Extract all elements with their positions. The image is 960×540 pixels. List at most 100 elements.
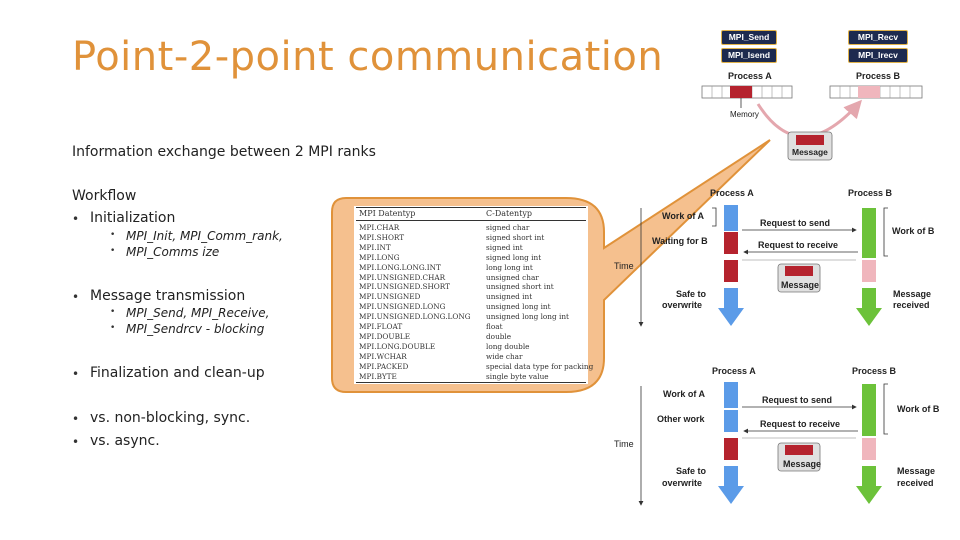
sub-bullet-dot: • — [110, 323, 116, 333]
table-bottom-rule — [356, 382, 586, 384]
bullet-dot: • — [72, 212, 80, 226]
tag-mpi-recv: MPI_Recv — [848, 30, 908, 45]
table-cell-c-type: unsigned char — [486, 272, 539, 282]
table-row: MPI.FLOAT float — [354, 322, 588, 332]
sync-work-a-bar — [724, 205, 738, 231]
bullet-async: vs. async. — [90, 433, 160, 449]
table-cell-mpi-type: MPI.SHORT — [359, 232, 405, 242]
table-cell-mpi-type: MPI.WCHAR — [359, 351, 407, 361]
sub-bullet-msg-2: MPI_Sendrcv - blocking — [126, 322, 265, 336]
sync-work-b-bar — [862, 208, 876, 258]
async-work-a-bar — [724, 382, 738, 408]
tag-mpi-isend: MPI_Isend — [721, 48, 777, 63]
sync-safe-label-2: overwrite — [662, 300, 703, 310]
async-work-b-label: Work of B — [897, 404, 940, 414]
table-cell-c-type: single byte value — [486, 371, 549, 381]
table-cell-c-type: signed long int — [486, 252, 542, 262]
table-cell-mpi-type: MPI.CHAR — [359, 223, 400, 232]
sync-waiting-bar — [724, 232, 738, 254]
slide-title: Point-2-point communication — [72, 34, 664, 80]
table-cell-c-type: float — [486, 322, 503, 331]
table-row: MPI.LONG.DOUBLE long double — [354, 342, 588, 352]
sync-message-label: Message — [781, 280, 820, 290]
table-row: MPI.UNSIGNED unsigned int — [354, 292, 588, 302]
async-request-send-label: Request to send — [762, 395, 833, 405]
async-message-label: Message — [783, 459, 822, 469]
async-other-work-label: Other work — [657, 414, 705, 424]
table-cell-c-type: special data type for packing — [486, 361, 594, 371]
async-receive-bar — [862, 438, 876, 460]
memory-process-a-label: Process A — [728, 71, 772, 81]
workflow-heading: Workflow — [72, 188, 137, 204]
sync-message-block — [785, 266, 813, 276]
table-cell-mpi-type: MPI.LONG.LONG.INT — [359, 262, 441, 272]
sync-send-bar — [724, 260, 738, 282]
sync-time-label: Time — [614, 261, 634, 271]
sub-bullet-msg-1: MPI_Send, MPI_Receive, — [126, 306, 270, 320]
table-cell-c-type: signed char — [486, 223, 530, 232]
async-work-a-label: Work of A — [663, 389, 705, 399]
sync-work-b-bracket — [883, 207, 888, 257]
sync-process-a-label: Process A — [710, 188, 754, 198]
memory-label: Memory — [730, 110, 759, 119]
table-cell-mpi-type: MPI.PACKED — [359, 361, 409, 371]
bullet-dot: • — [72, 412, 80, 426]
sync-safe-label-1: Safe to — [676, 289, 707, 299]
sync-received-arrow — [856, 288, 882, 326]
sync-receive-bar — [862, 260, 876, 282]
async-received-arrow — [856, 466, 882, 504]
memory-strip-a — [701, 85, 793, 99]
sync-request-send-label: Request to send — [760, 218, 831, 228]
sync-work-a-bracket — [712, 207, 717, 227]
table-cell-c-type: long long int — [486, 262, 533, 272]
table-cell-mpi-type: MPI.FLOAT — [359, 322, 403, 331]
async-request-receive-label: Request to receive — [760, 419, 841, 429]
table-cell-mpi-type: MPI.LONG — [359, 252, 400, 262]
sub-bullet-dot: • — [110, 230, 116, 240]
sync-work-a-label: Work of A — [662, 211, 704, 221]
async-received-label-1: Message — [897, 466, 936, 476]
bullet-non-blocking: vs. non-blocking, sync. — [90, 410, 251, 426]
sync-process-b-label: Process B — [848, 188, 893, 198]
async-work-b-bracket — [883, 383, 888, 435]
table-cell-c-type: unsigned long int — [486, 302, 551, 312]
async-other-work-bar — [724, 410, 738, 432]
table-row: MPI.WCHAR wide char — [354, 352, 588, 362]
async-safe-label-1: Safe to — [676, 466, 707, 476]
sub-bullet-dot: • — [110, 307, 116, 317]
bullet-initialization: Initialization — [90, 210, 176, 226]
table-cell-c-type: unsigned long long int — [486, 312, 569, 322]
sub-bullet-init-1: MPI_Init, MPI_Comm_rank, — [126, 229, 283, 243]
sync-request-receive-label: Request to receive — [758, 240, 839, 250]
tag-mpi-irecv: MPI_Irecv — [848, 48, 908, 63]
table-cell-mpi-type: MPI.UNSIGNED.SHORT — [359, 282, 451, 292]
sync-received-label-2: received — [893, 300, 930, 310]
table-cell-c-type: unsigned int — [486, 292, 533, 302]
memory-strip-b — [829, 85, 923, 99]
async-received-label-2: received — [897, 478, 934, 488]
memory-process-b-label: Process B — [856, 71, 901, 81]
table-row: MPI.LONG signed long int — [354, 253, 588, 263]
message-block — [796, 135, 824, 145]
bullet-dot: • — [72, 367, 80, 381]
async-message-block — [785, 445, 813, 455]
table-top-rule — [356, 207, 586, 208]
sync-waiting-label: Waiting for B — [652, 236, 708, 246]
async-send-bar — [724, 438, 738, 460]
sync-received-label-1: Message — [893, 289, 932, 299]
bullet-dot: • — [72, 290, 80, 304]
bullet-finalization: Finalization and clean-up — [90, 365, 265, 381]
table-cell-mpi-type: MPI.LONG.DOUBLE — [359, 341, 436, 351]
table-cell-c-type: long double — [486, 341, 530, 351]
table-cell-c-type: wide char — [486, 351, 523, 361]
table-cell-mpi-type: MPI.UNSIGNED — [359, 292, 421, 302]
intro-text: Information exchange between 2 MPI ranks — [72, 144, 376, 160]
